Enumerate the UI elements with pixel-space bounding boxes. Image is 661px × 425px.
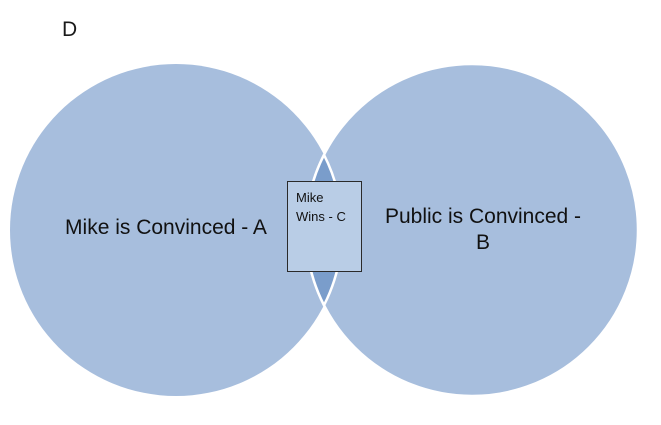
intersection-label-box: Mike Wins - C: [287, 181, 362, 272]
circle-a-label: Mike is Convinced - A: [65, 216, 267, 239]
intersection-label-line-2: Wins - C: [296, 209, 346, 224]
corner-label: D: [62, 18, 78, 41]
circle-b-label: Public is Convinced - B: [372, 204, 594, 256]
circle-a: [10, 64, 342, 396]
circle-b-label-line-2: B: [475, 231, 490, 254]
intersection-label-line-1: Mike: [296, 190, 324, 205]
circle-b-label-line-1: Public is Convinced -: [384, 205, 582, 228]
